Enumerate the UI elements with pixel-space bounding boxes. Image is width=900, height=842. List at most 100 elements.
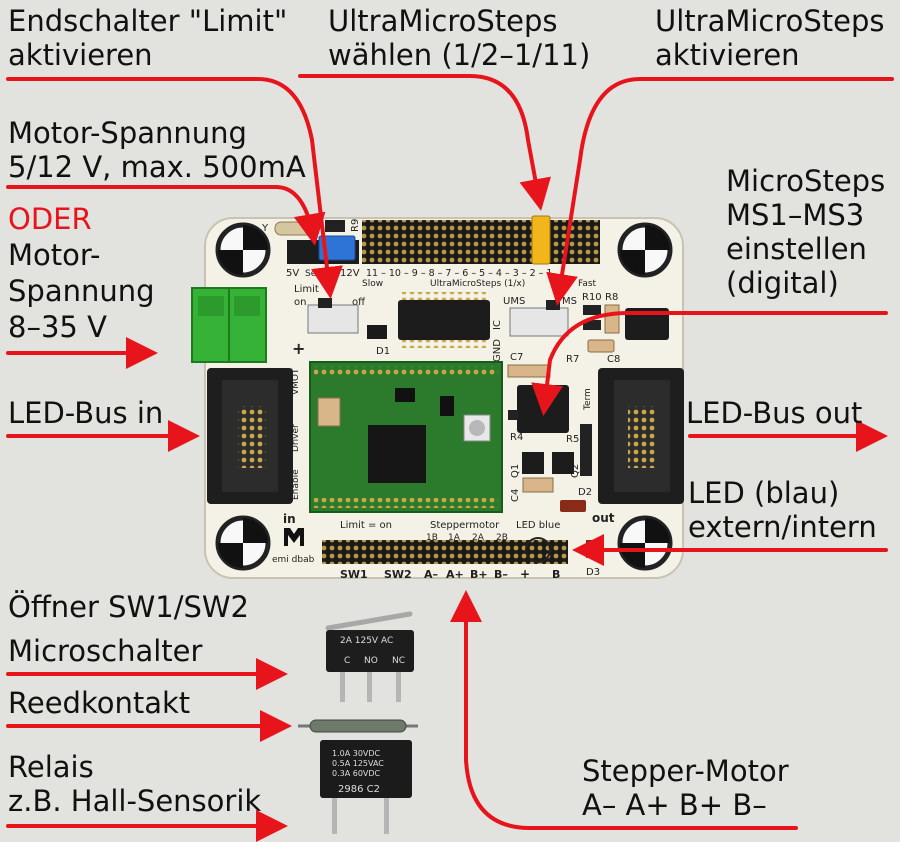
ums-jumper[interactable]	[531, 215, 551, 265]
ledbus-in-connector[interactable]	[207, 368, 293, 504]
arrow-ums-enable	[546, 77, 894, 306]
callout-opener: Öffner SW1/SW2	[8, 590, 250, 624]
label-led-blue: LED blue	[516, 520, 560, 531]
label-c7: C7	[510, 352, 523, 363]
power-terminal[interactable]	[191, 287, 267, 363]
label-on: on	[294, 297, 306, 308]
label-r9: R9	[350, 219, 361, 232]
label-off: off	[352, 297, 366, 308]
callout-ums-select-line2: wählen (1/2–1/11)	[328, 38, 591, 72]
callout-motor-v-line2: 5/12 V, max. 500mA	[8, 150, 306, 184]
label-sw1: SW1	[340, 568, 368, 581]
relay-rating3: 0.3A 60VDC	[332, 769, 381, 778]
callout-stepper-line2: A– A+ B+ B–	[582, 788, 767, 822]
microswitch-nc: NC	[392, 656, 405, 666]
label-plus: +	[292, 339, 305, 358]
arrow-limit	[6, 77, 343, 299]
label-ums: UMS	[503, 296, 525, 307]
microswitch-image: 2A 125V AC C NO NC	[325, 611, 414, 702]
label-led-plus: +	[520, 567, 530, 581]
callout-microswitch: Microschalter	[8, 634, 203, 668]
callout-microsteps-line1: MicroSteps	[726, 164, 886, 198]
mounting-hole	[617, 222, 673, 278]
label-slow: Slow	[362, 279, 383, 289]
callout-ledbus-out: LED-Bus out	[686, 396, 863, 430]
callout-oder: ODER	[8, 202, 92, 236]
label-sw2: SW2	[384, 568, 412, 581]
ums-enable-switch[interactable]	[509, 307, 569, 337]
callout-limit-line2: aktivieren	[8, 38, 153, 72]
label-gnd: GND	[492, 339, 503, 362]
label-ums-title: UltraMicroSteps (1/x)	[430, 279, 525, 289]
label-y: Y	[261, 223, 269, 234]
mounting-hole	[215, 515, 271, 571]
label-12v: 12V	[340, 268, 360, 279]
microswitch-c: C	[344, 656, 350, 666]
microswitch-rating: 2A 125V AC	[340, 636, 393, 646]
callout-microsteps-line4: (digital)	[726, 266, 839, 300]
relay-rating1: 1.0A 30VDC	[332, 749, 381, 758]
label-limit-on: Limit = on	[340, 520, 392, 531]
label-steppermotor: Steppermotor	[430, 520, 500, 531]
label-2a: 2A	[472, 533, 485, 543]
arrow-motor-voltage	[6, 185, 326, 246]
callout-relay-line2: z.B. Hall-Sensorik	[8, 784, 262, 818]
mounting-hole	[215, 222, 271, 278]
resistor-r9	[325, 220, 345, 232]
label-r7: R7	[566, 354, 579, 365]
label-5v: 5V	[286, 268, 299, 279]
callout-motor-v2-line3: 8–35 V	[8, 310, 107, 344]
label-driver: Driver	[291, 424, 301, 452]
label-a-plus: A+	[446, 568, 464, 581]
callout-microsteps-line2: MS1–MS3	[726, 198, 865, 232]
label-b-minus: B–	[494, 568, 508, 581]
ums-numbers: 11 – 10 – 9 – 8 – 7 – 6 – 5 – 4 – 3 – 2 …	[366, 268, 552, 279]
small-ic	[625, 308, 669, 340]
label-ic: IC	[492, 320, 503, 330]
label-b-plus: B+	[470, 568, 488, 581]
label-a-minus: A–	[424, 568, 438, 581]
label-1b: 1B	[426, 533, 438, 543]
label-2b: 2B	[496, 533, 508, 543]
label-led-b: B	[552, 568, 560, 581]
arrows	[6, 74, 894, 842]
callout-reed: Reedkontakt	[8, 686, 191, 720]
relay-image: 1.0A 30VDC 0.5A 125VAC 0.3A 60VDC 2986 C…	[320, 740, 412, 834]
diode-d1	[367, 325, 387, 339]
callout-led-line1: LED (blau)	[688, 476, 840, 510]
label-out: out	[592, 511, 615, 525]
voltage-select-jumper[interactable]	[318, 235, 356, 261]
label-r10: R10	[582, 292, 602, 303]
term-jumper[interactable]	[580, 424, 592, 476]
arrow-ums-select	[298, 74, 552, 211]
callout-ums-enable-line2: aktivieren	[655, 38, 800, 72]
label-d1: D1	[376, 346, 390, 357]
arrow-stepper	[450, 590, 798, 830]
label-r5: R5	[566, 434, 579, 445]
callout-limit-line1: Endschalter "Limit"	[8, 4, 288, 38]
logo-text: emi dbab	[272, 555, 315, 565]
callout-ums-enable-line1: UltraMicroSteps	[655, 4, 885, 38]
ledbus-out-connector[interactable]	[598, 368, 684, 504]
label-q1: Q1	[510, 464, 521, 478]
callout-motor-v-line1: Motor-Spannung	[8, 116, 247, 150]
mounting-hole	[617, 515, 673, 571]
limit-switch[interactable]	[307, 304, 359, 334]
label-enable: Enable	[291, 469, 301, 500]
label-vmot: VMOT	[291, 368, 301, 395]
label-r4: R4	[510, 432, 523, 443]
label-r8: R8	[605, 292, 618, 303]
label-c4: C4	[510, 489, 521, 502]
callout-relay-line1: Relais	[8, 750, 94, 784]
callout-stepper-line1: Stepper-Motor	[582, 754, 789, 788]
label-d3: D3	[586, 567, 600, 578]
callout-microsteps-line3: einstellen	[726, 232, 867, 266]
stepper-driver-module	[309, 361, 503, 513]
label-q2: Q2	[570, 464, 581, 478]
relay-rating2: 0.5A 125VAC	[332, 759, 384, 768]
label-d2: D2	[578, 487, 592, 498]
reed-contact-image	[298, 719, 418, 733]
callout-ledbus-in: LED-Bus in	[8, 396, 164, 430]
callout-ums-select-line1: UltraMicroSteps	[328, 4, 558, 38]
arrow-microsteps	[531, 311, 888, 416]
